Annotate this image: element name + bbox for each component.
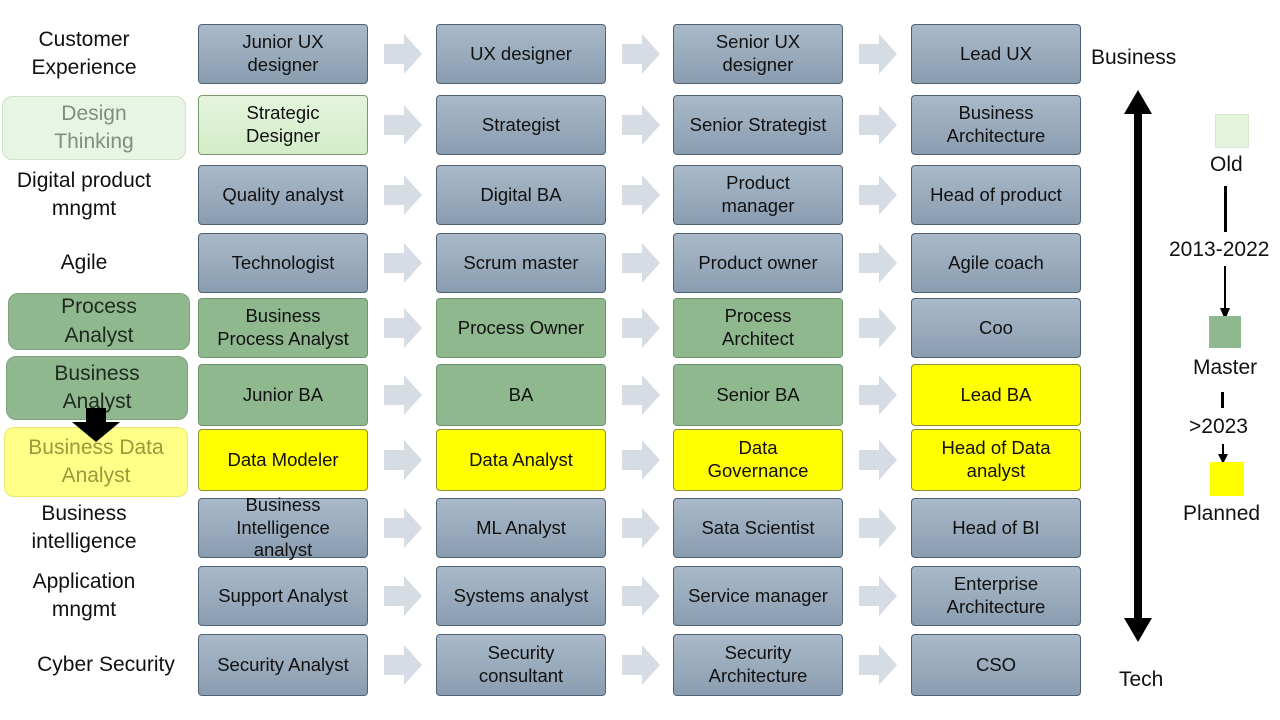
business-tech-axis	[1124, 90, 1152, 642]
progression-arrow	[384, 440, 422, 480]
progression-arrow	[859, 508, 897, 548]
role-box: Security Analyst	[198, 634, 368, 696]
legend-label-old: Old	[1210, 153, 1243, 176]
progression-arrow	[859, 375, 897, 415]
role-box: Head of product	[911, 165, 1081, 225]
track-label: Customer Experience	[31, 27, 137, 79]
progression-arrow	[384, 645, 422, 685]
role-box: Quality analyst	[198, 165, 368, 225]
axis-shaft	[1134, 112, 1142, 620]
progression-arrow	[622, 308, 660, 348]
progression-arrow	[384, 175, 422, 215]
role-box: Lead UX	[911, 24, 1081, 84]
role-box: Data Analyst	[436, 429, 606, 491]
role-box: Data Governance	[673, 429, 843, 491]
progression-arrow	[622, 105, 660, 145]
legend-swatch-planned	[1210, 462, 1244, 496]
progression-arrow	[859, 243, 897, 283]
role-box: Support Analyst	[198, 566, 368, 626]
progression-arrow	[622, 508, 660, 548]
role-box: Strategic Designer	[198, 95, 368, 155]
progression-arrow	[859, 576, 897, 616]
role-box: Head of Data analyst	[911, 429, 1081, 491]
legend-arrow-down-1	[1220, 266, 1230, 320]
role-box: UX designer	[436, 24, 606, 84]
legend-connector-1	[1224, 186, 1227, 232]
progression-arrow	[859, 175, 897, 215]
progression-arrow	[384, 576, 422, 616]
progression-arrow	[384, 308, 422, 348]
role-box: Business Process Analyst	[198, 298, 368, 358]
role-box: Business Architecture	[911, 95, 1081, 155]
legend-label-planned: Planned	[1183, 502, 1261, 525]
progression-arrow	[622, 34, 660, 74]
role-box: Enterprise Architecture	[911, 566, 1081, 626]
role-box: Junior UX designer	[198, 24, 368, 84]
progression-arrow	[622, 440, 660, 480]
role-box: Security Architecture	[673, 634, 843, 696]
progression-arrow	[622, 576, 660, 616]
progression-arrow	[384, 34, 422, 74]
axis-arrowhead-up	[1124, 90, 1152, 114]
track-label: Cyber Security	[37, 652, 175, 676]
role-box: Senior Strategist	[673, 95, 843, 155]
track-label: Application mngmt	[32, 569, 136, 621]
role-box: Data Modeler	[198, 429, 368, 491]
role-box: Security consultant	[436, 634, 606, 696]
role-box: Agile coach	[911, 233, 1081, 293]
business-analyst-down-arrow	[72, 408, 120, 442]
axis-bottom-label: Tech	[1119, 668, 1164, 691]
role-box: Lead BA	[911, 364, 1081, 426]
role-box: BA	[436, 364, 606, 426]
role-box: Scrum master	[436, 233, 606, 293]
role-box: ML Analyst	[436, 498, 606, 558]
track-label: Business Data Analyst	[4, 427, 188, 497]
legend-connector-2	[1221, 392, 1224, 408]
progression-arrow	[622, 243, 660, 283]
role-box: Service manager	[673, 566, 843, 626]
legend-label-master: Master	[1193, 356, 1258, 379]
legend-swatch-master	[1209, 316, 1241, 348]
progression-arrow	[859, 645, 897, 685]
progression-arrow	[384, 105, 422, 145]
track-label: Digital product mngmt	[16, 168, 152, 220]
track-label: Business intelligence	[31, 501, 137, 553]
progression-arrow	[622, 645, 660, 685]
role-box: Strategist	[436, 95, 606, 155]
role-box: Coo	[911, 298, 1081, 358]
axis-top-label: Business	[1091, 46, 1177, 69]
role-box: Junior BA	[198, 364, 368, 426]
role-box: Sata Scientist	[673, 498, 843, 558]
role-box: CSO	[911, 634, 1081, 696]
progression-arrow	[859, 105, 897, 145]
legend-swatch-old	[1215, 114, 1249, 148]
progression-arrow	[384, 508, 422, 548]
role-box: Senior BA	[673, 364, 843, 426]
track-label: Design Thinking	[2, 96, 186, 160]
axis-arrowhead-down	[1124, 618, 1152, 642]
role-box: Product owner	[673, 233, 843, 293]
progression-arrow	[622, 375, 660, 415]
progression-arrow	[859, 440, 897, 480]
progression-arrow	[859, 34, 897, 74]
progression-arrow	[384, 243, 422, 283]
legend-period-2: >2023	[1189, 415, 1248, 438]
progression-arrow	[622, 175, 660, 215]
legend-period-1: 2013-2022	[1169, 238, 1270, 261]
role-box: Product manager	[673, 165, 843, 225]
track-label: Agile	[60, 250, 108, 274]
role-box: Business Intelligence analyst	[198, 494, 368, 560]
track-label: Process Analyst	[8, 293, 190, 350]
role-box: Systems analyst	[436, 566, 606, 626]
role-box: Process Architect	[673, 298, 843, 358]
role-box: Digital BA	[436, 165, 606, 225]
role-box: Process Owner	[436, 298, 606, 358]
progression-arrow	[859, 308, 897, 348]
progression-arrow	[384, 375, 422, 415]
role-box: Senior UX designer	[673, 24, 843, 84]
legend-arrow-down-2	[1218, 444, 1228, 464]
role-box: Technologist	[198, 233, 368, 293]
role-box: Head of BI	[911, 498, 1081, 558]
